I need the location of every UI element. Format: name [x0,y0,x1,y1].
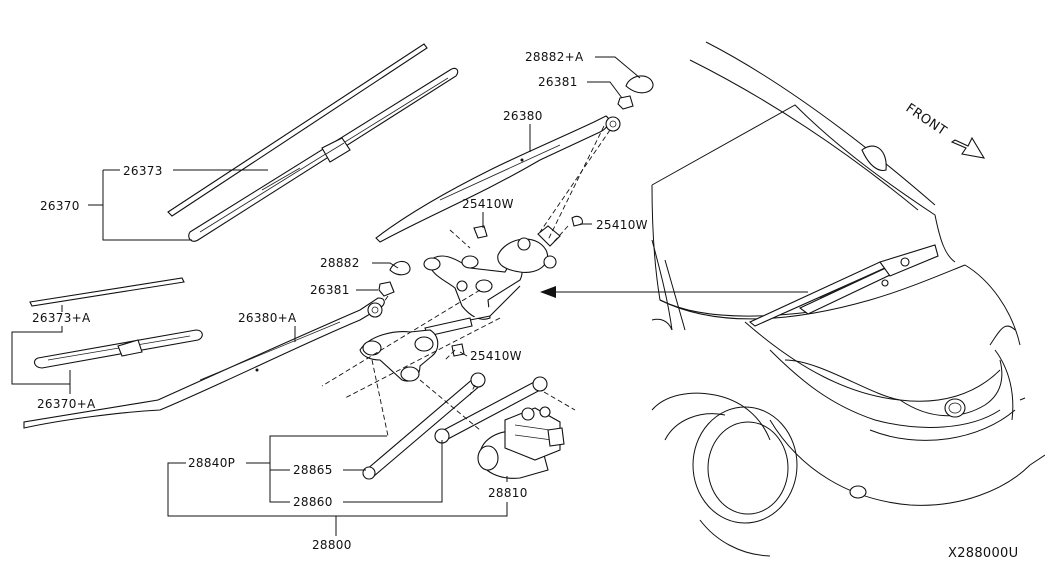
front-label: FRONT [903,101,949,139]
label-28865: 28865 [293,463,333,477]
pivot-cap-28882a [617,75,654,110]
label-28860: 28860 [293,495,333,509]
part-labels: 28882+A 26381 26380 26373 26370 25410W 2… [32,50,1018,561]
label-26381-top: 26381 [538,75,578,89]
label-28882a: 28882+A [525,50,584,64]
label-25410w-b: 25410W [596,218,648,232]
pivot-cap-28882 [378,260,411,297]
vehicle-outline [651,41,1045,557]
label-28882: 28882 [320,256,360,270]
wiper-blade-26370 [167,43,459,242]
front-direction-indicator: FRONT [903,101,986,159]
wiper-blade-26370a [29,277,203,369]
diagram-code: X288000U [948,546,1018,561]
label-25410w-c: 25410W [470,349,522,363]
label-26380a: 26380+A [238,311,297,325]
label-28840p: 28840P [188,456,235,470]
pivot-linkage-upper [423,225,561,337]
label-26373: 26373 [123,164,163,178]
front-arrow-icon [950,136,986,159]
label-28810: 28810 [488,486,528,500]
dashed-guides [321,125,611,437]
wiper-motor-28810 [477,406,565,479]
label-26370: 26370 [40,199,80,213]
label-25410w-a: 25410W [462,197,514,211]
wiper-arm-26380 [375,115,621,243]
label-26373a: 26373+A [32,311,91,325]
label-26370a: 26370+A [37,397,96,411]
leader-lines [11,56,641,536]
locator-arrow [540,286,808,298]
wiper-arm-26380a [23,297,385,429]
label-26380: 26380 [503,109,543,123]
label-26381-mid: 26381 [310,283,350,297]
lower-linkage [359,329,548,480]
label-28800: 28800 [312,538,352,552]
